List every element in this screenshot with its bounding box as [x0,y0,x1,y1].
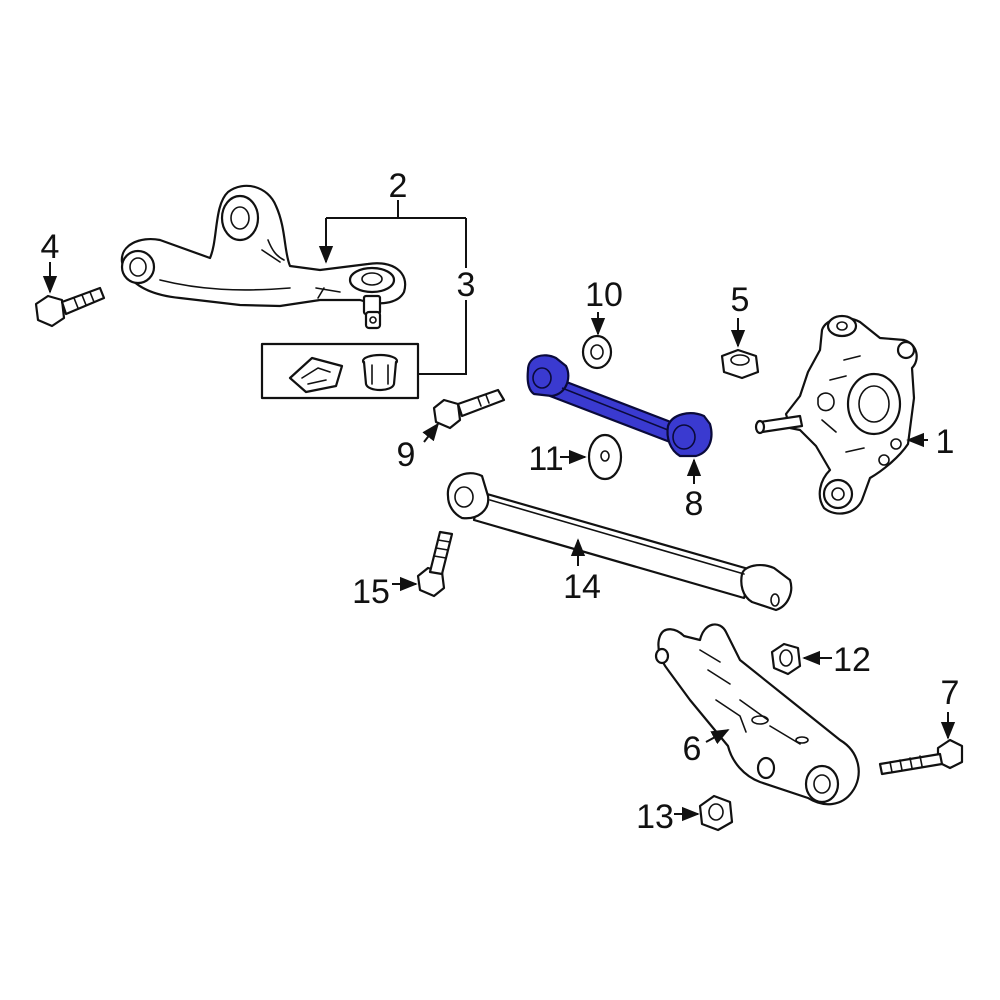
callout-12[interactable]: 12 [833,641,871,679]
callout-13[interactable]: 13 [636,798,674,836]
callouts: 2 3 4 10 5 9 11 8 1 14 15 12 7 6 13 [41,167,960,836]
part-7-bolt[interactable] [878,738,964,776]
callout-5[interactable]: 5 [731,281,750,319]
part-8-control-link[interactable] [526,354,713,458]
callout-1[interactable]: 1 [936,423,955,461]
part-14-lower-link[interactable] [446,472,793,612]
callout-15[interactable]: 15 [352,573,390,611]
part-9-bolt[interactable] [432,388,506,430]
part-10-washer[interactable] [581,334,613,370]
part-12-nut[interactable] [770,642,802,676]
callout-3[interactable]: 3 [457,266,476,304]
callout-8[interactable]: 8 [685,485,704,523]
part-11-washer[interactable] [587,433,623,481]
part-2-upper-control-arm[interactable] [120,184,407,330]
callout-9[interactable]: 9 [397,436,416,474]
callout-6[interactable]: 6 [683,730,702,768]
part-5-nut[interactable] [720,348,760,380]
callout-11[interactable]: 11 [528,440,563,478]
part-1-knuckle[interactable] [754,314,918,515]
part-13-nut[interactable] [698,794,734,832]
callout-14[interactable]: 14 [563,568,601,606]
callout-7[interactable]: 7 [941,674,960,712]
leader-lines [42,200,956,822]
callout-2[interactable]: 2 [389,167,408,205]
part-3-ball-joint-kit[interactable] [260,342,420,400]
callout-4[interactable]: 4 [41,228,60,266]
part-6-trailing-arm[interactable] [654,623,860,806]
callout-10[interactable]: 10 [585,276,623,314]
part-15-bolt[interactable] [416,530,454,598]
part-4-bolt[interactable] [34,286,106,328]
